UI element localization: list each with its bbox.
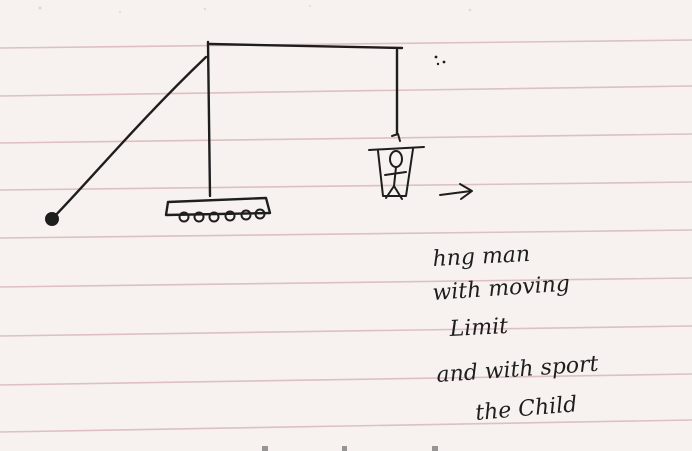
figure-head-icon [389,150,403,168]
note-line: the Child [474,392,578,426]
crane-drawing [50,40,404,221]
rule-line [0,277,692,288]
rule-line [0,325,692,337]
wheel-icon [193,211,205,223]
crane-base [164,196,272,217]
hook-frame [377,148,414,197]
direction-arrow [439,183,473,200]
wheel-icon [240,209,252,221]
handwritten-note: hng man with moving Limit and with sport… [432,242,600,426]
note-line: hng man [432,242,531,272]
figure-body [393,166,397,187]
rule-line [0,181,692,191]
crane-jib [208,42,404,50]
hanging-figure [368,133,425,200]
note-line: with moving [432,271,571,306]
figure-legs [385,185,403,200]
note-line: and with sport [436,352,600,388]
arrow-shaft [439,190,472,196]
ruled-lines [0,39,692,433]
rule-line [0,133,692,144]
rule-line [0,373,692,386]
rule-line [0,85,692,97]
arrow-head-icon [459,183,473,200]
crane-mast [206,40,212,198]
crane-wheels [178,208,266,223]
hook-bar [368,146,425,151]
rule-line [0,39,692,49]
wheel-icon [178,211,190,223]
rule-line [0,229,692,239]
ink-dots [434,55,446,66]
hook-top [391,133,401,142]
figure-arms [384,171,407,176]
bottom-bleed-marks [262,446,438,451]
paper-smudges [38,5,472,13]
counterweight-ball [45,212,59,226]
wheel-icon [208,211,220,223]
note-line: Limit [448,314,509,342]
crane-boom-arm [50,55,208,221]
wheel-icon [224,210,236,222]
rule-line [0,419,692,433]
wheel-icon [254,208,266,220]
